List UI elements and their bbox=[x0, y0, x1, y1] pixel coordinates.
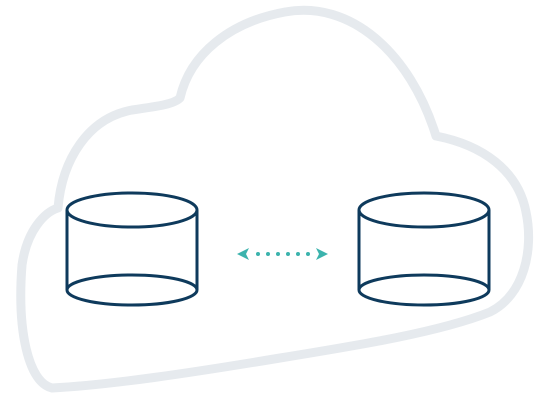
database-right bbox=[357, 191, 491, 307]
sync-dot bbox=[256, 252, 260, 256]
database-right-top-icon bbox=[357, 191, 491, 229]
sync-dot bbox=[276, 252, 280, 256]
sync-dot bbox=[296, 252, 300, 256]
sync-dot bbox=[306, 252, 310, 256]
database-right-band-icon bbox=[357, 273, 491, 291]
database-right-body-icon bbox=[357, 210, 491, 307]
cloud-icon bbox=[16, 5, 534, 393]
database-left-top-icon bbox=[65, 191, 199, 229]
sync-arrow-icon bbox=[237, 248, 328, 260]
database-left-band-icon bbox=[65, 273, 199, 291]
database-left-body-icon bbox=[65, 210, 199, 307]
database-left bbox=[65, 191, 199, 307]
sync-arrow-right-head bbox=[316, 248, 328, 260]
sync-dot bbox=[266, 252, 270, 256]
sync-arrow-left-head bbox=[237, 248, 249, 260]
sync-dot bbox=[286, 252, 290, 256]
